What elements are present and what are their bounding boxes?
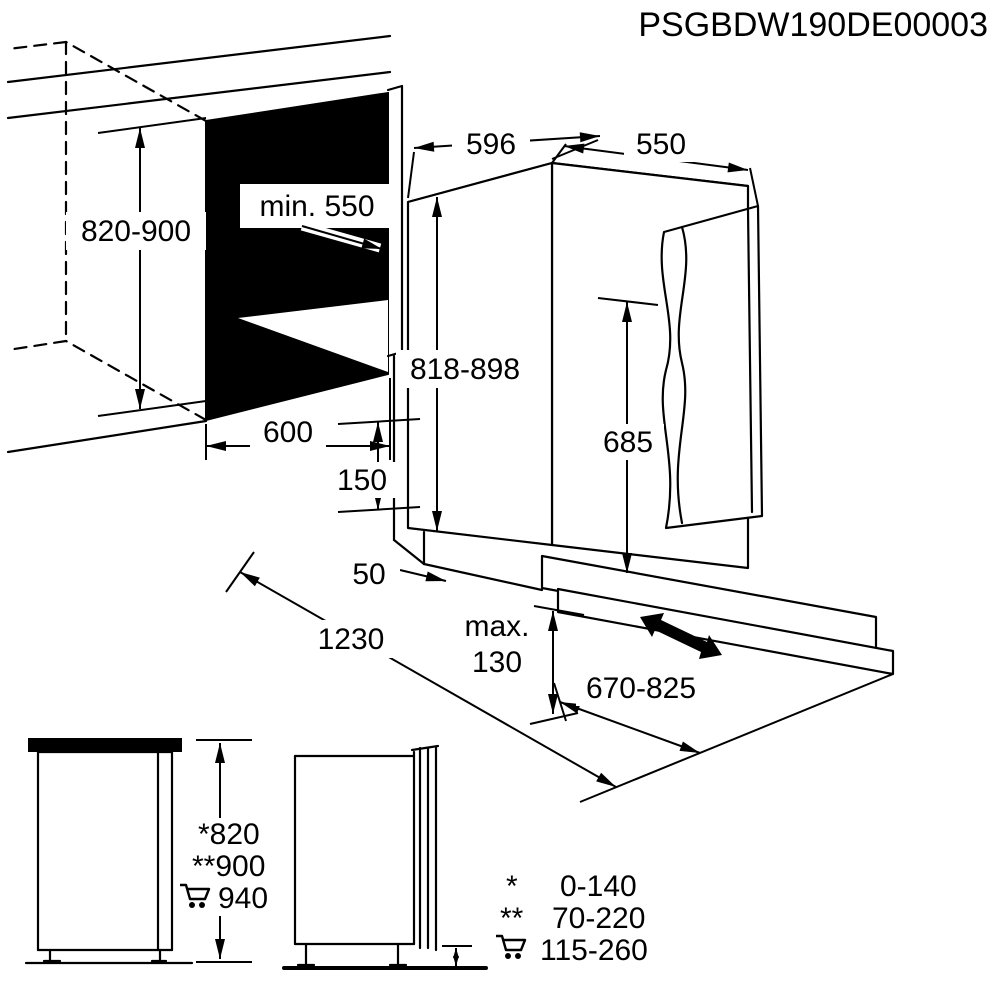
worktop-front-top-edge: [6, 34, 392, 84]
hidden-back-top-edge: [64, 40, 208, 123]
plinth-max-label-word: max.: [464, 610, 529, 643]
side-panel-top: [386, 84, 404, 92]
dim-appliance-depth: 550: [551, 126, 759, 207]
label-backing: [328, 462, 396, 498]
extension-line: [597, 297, 659, 306]
adjust-star-value: 0-140: [560, 870, 637, 903]
dim-niche-height: 820-900: [66, 117, 207, 417]
appliance-width-label: 596: [466, 128, 516, 161]
height-cart-label: 940: [218, 882, 268, 915]
hidden-run-bottom-edge: [6, 339, 68, 352]
dim-niche-min-depth: min. 550: [240, 184, 394, 253]
door-panel-outline: [660, 204, 764, 530]
plinth-max-label-value: 130: [472, 646, 522, 679]
label-backing: [188, 850, 290, 884]
dim-appliance-width: 596: [407, 126, 601, 199]
door-top-cap: [410, 744, 440, 752]
label-backing: [212, 882, 284, 916]
plinth-adjust-label: 150: [337, 464, 387, 497]
dim-niche-width: 600: [205, 378, 391, 460]
dim-door-panel-height: 685: [592, 297, 664, 573]
label-backing: [396, 350, 534, 388]
extension-line: [407, 151, 415, 199]
extension-line: [337, 418, 421, 425]
extension-line: [97, 117, 207, 134]
label-backing: [240, 184, 394, 228]
label-backing: [304, 620, 398, 658]
adjust-double-star-symbol: **: [500, 902, 524, 935]
adjust-cart-value: 115-260: [540, 934, 648, 967]
dim-plinth-max: max. 130: [464, 605, 585, 725]
worktop-bar: [28, 738, 182, 752]
dim-open-door-depth: 1230: [225, 551, 894, 803]
door-panel-thickness: [746, 208, 754, 514]
extension-line: [579, 673, 894, 803]
appliance-depth-label: 550: [636, 128, 686, 161]
extension-line: [97, 400, 207, 417]
niche-height-label: 820-900: [81, 215, 191, 248]
appliance-height-label: 818-898: [410, 353, 520, 386]
niche-min-depth-label: min. 550: [259, 190, 374, 223]
plinth-front-edge: [422, 562, 544, 592]
decor-door-panel: [660, 204, 764, 530]
dim-plinth-adjust: 150: [328, 418, 421, 513]
drawing-title: PSGBDW190DE00003: [638, 6, 988, 44]
side-view-freestanding: *820 **900 940: [24, 738, 290, 965]
extension-line: [749, 167, 759, 207]
leader-arrow: [399, 569, 447, 582]
leader-arrow: [301, 225, 383, 250]
dimension-line: [239, 571, 617, 788]
label-backing: [194, 818, 280, 852]
dim-plinth-gap: 50: [340, 558, 447, 592]
niche-width-label: 600: [263, 416, 313, 449]
worktop-front-bottom-edge: [6, 70, 392, 120]
door-panel-height-label: 685: [603, 426, 653, 459]
niche-shadow: [205, 91, 389, 422]
label-backing: [592, 424, 664, 460]
adjust-double-star-value: 70-220: [552, 902, 645, 935]
hidden-run-top-edge: [6, 40, 68, 51]
slide-direction-arrow-icon: [640, 613, 722, 659]
plinth-gap-label: 50: [352, 558, 385, 591]
label-backing: [66, 212, 206, 250]
niche-floor-wedge: [238, 300, 388, 372]
open-door-depth-label: 1230: [318, 623, 385, 656]
height-star-label: *820: [198, 818, 260, 851]
extension-line: [551, 143, 567, 164]
label-backing: [452, 126, 530, 162]
dim-appliance-height: 818-898: [396, 197, 534, 531]
label-backing: [576, 670, 706, 706]
height-double-star-label: **900: [192, 850, 265, 883]
label-backing: [624, 126, 698, 162]
extension-line: [529, 712, 579, 725]
door-panel-break-line: [676, 225, 688, 525]
hidden-back-bottom-edge: [64, 339, 208, 422]
plinth-connector: [392, 538, 426, 566]
door-slide-range-label: 670-825: [586, 672, 696, 705]
side-view-built-in: * 0-140 ** 70-220 115-260: [282, 744, 648, 970]
cart-icon: [178, 883, 211, 910]
niche: [205, 84, 426, 566]
label-backing: [250, 414, 326, 450]
cabinet-bottom-edge: [6, 419, 208, 454]
adjust-star-symbol: *: [506, 870, 518, 903]
dimension-line: [559, 701, 701, 754]
cart-icon: [494, 934, 527, 961]
dim-door-slide-range: 670-825: [553, 670, 706, 754]
